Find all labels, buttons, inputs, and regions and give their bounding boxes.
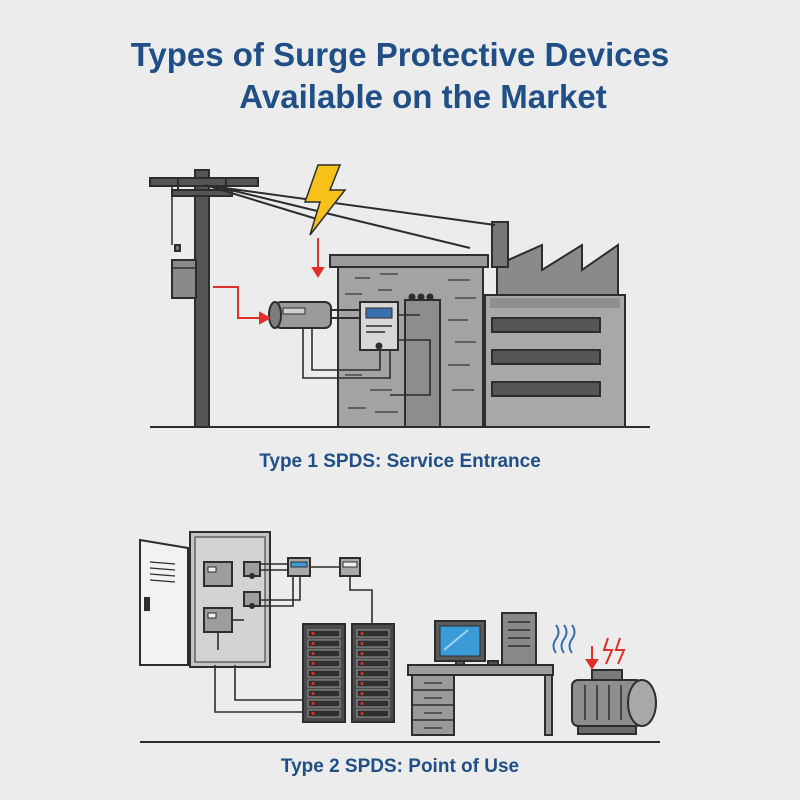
rack-slot — [307, 659, 341, 668]
rack-led — [311, 632, 315, 635]
surge-arrow — [213, 238, 325, 325]
rack-slot — [356, 659, 390, 668]
page-title: Types of Surge Protective Devices Availa… — [0, 34, 800, 118]
rack-led — [360, 652, 364, 655]
rack-led — [311, 692, 315, 695]
rack-slot — [307, 679, 341, 688]
computer-monitor-icon — [434, 612, 537, 666]
rack-slot — [307, 639, 341, 648]
rack-led — [360, 712, 364, 715]
rack-led — [360, 632, 364, 635]
rack-slot — [307, 669, 341, 678]
rack-slot — [356, 699, 390, 708]
rack-led — [360, 692, 364, 695]
rack-slot — [356, 669, 390, 678]
rack-led — [311, 682, 315, 685]
rack-led — [311, 712, 315, 715]
factory-icon — [484, 221, 626, 428]
rack-led — [311, 702, 315, 705]
rack-slot — [356, 629, 390, 638]
rack-led — [360, 682, 364, 685]
spd-device-icon — [268, 301, 360, 329]
rack-led — [311, 662, 315, 665]
rack-led — [311, 672, 315, 675]
type1-illustration — [149, 164, 650, 428]
type2-caption: Type 2 SPDS: Point of Use — [280, 756, 520, 777]
rack-led — [311, 642, 315, 645]
title-line-1: Types of Surge Protective Devices — [130, 36, 670, 73]
surge-arrow — [585, 637, 626, 670]
title-line-2: Available on the Market — [239, 78, 607, 115]
wiring — [214, 563, 373, 713]
transformer-icon — [171, 244, 197, 299]
rack-slot — [356, 639, 390, 648]
rack-slots — [307, 629, 390, 718]
heat-waves-icon — [552, 624, 576, 654]
lightning-bolt-icon — [303, 164, 347, 236]
rack-slot — [356, 649, 390, 658]
wiring — [302, 314, 431, 396]
rack-led — [360, 672, 364, 675]
motor-icon — [571, 669, 657, 735]
rack-slot — [307, 629, 341, 638]
utility-pole-icon — [149, 169, 496, 428]
rack-slot — [356, 689, 390, 698]
type1-caption: Type 1 SPDS: Service Entrance — [259, 451, 541, 472]
spd-module-icon — [287, 557, 361, 577]
rack-led — [360, 702, 364, 705]
building-icon — [329, 254, 489, 428]
electrical-panel-icon — [139, 531, 271, 668]
rack-slot — [307, 709, 341, 718]
rack-led — [360, 662, 364, 665]
rack-slot — [307, 699, 341, 708]
rack-slot — [307, 689, 341, 698]
rack-slot — [356, 709, 390, 718]
rack-slot — [356, 679, 390, 688]
rack-led — [311, 652, 315, 655]
type2-illustration — [139, 531, 660, 743]
desk-icon — [407, 664, 554, 736]
rack-slot — [307, 649, 341, 658]
rack-led — [360, 642, 364, 645]
